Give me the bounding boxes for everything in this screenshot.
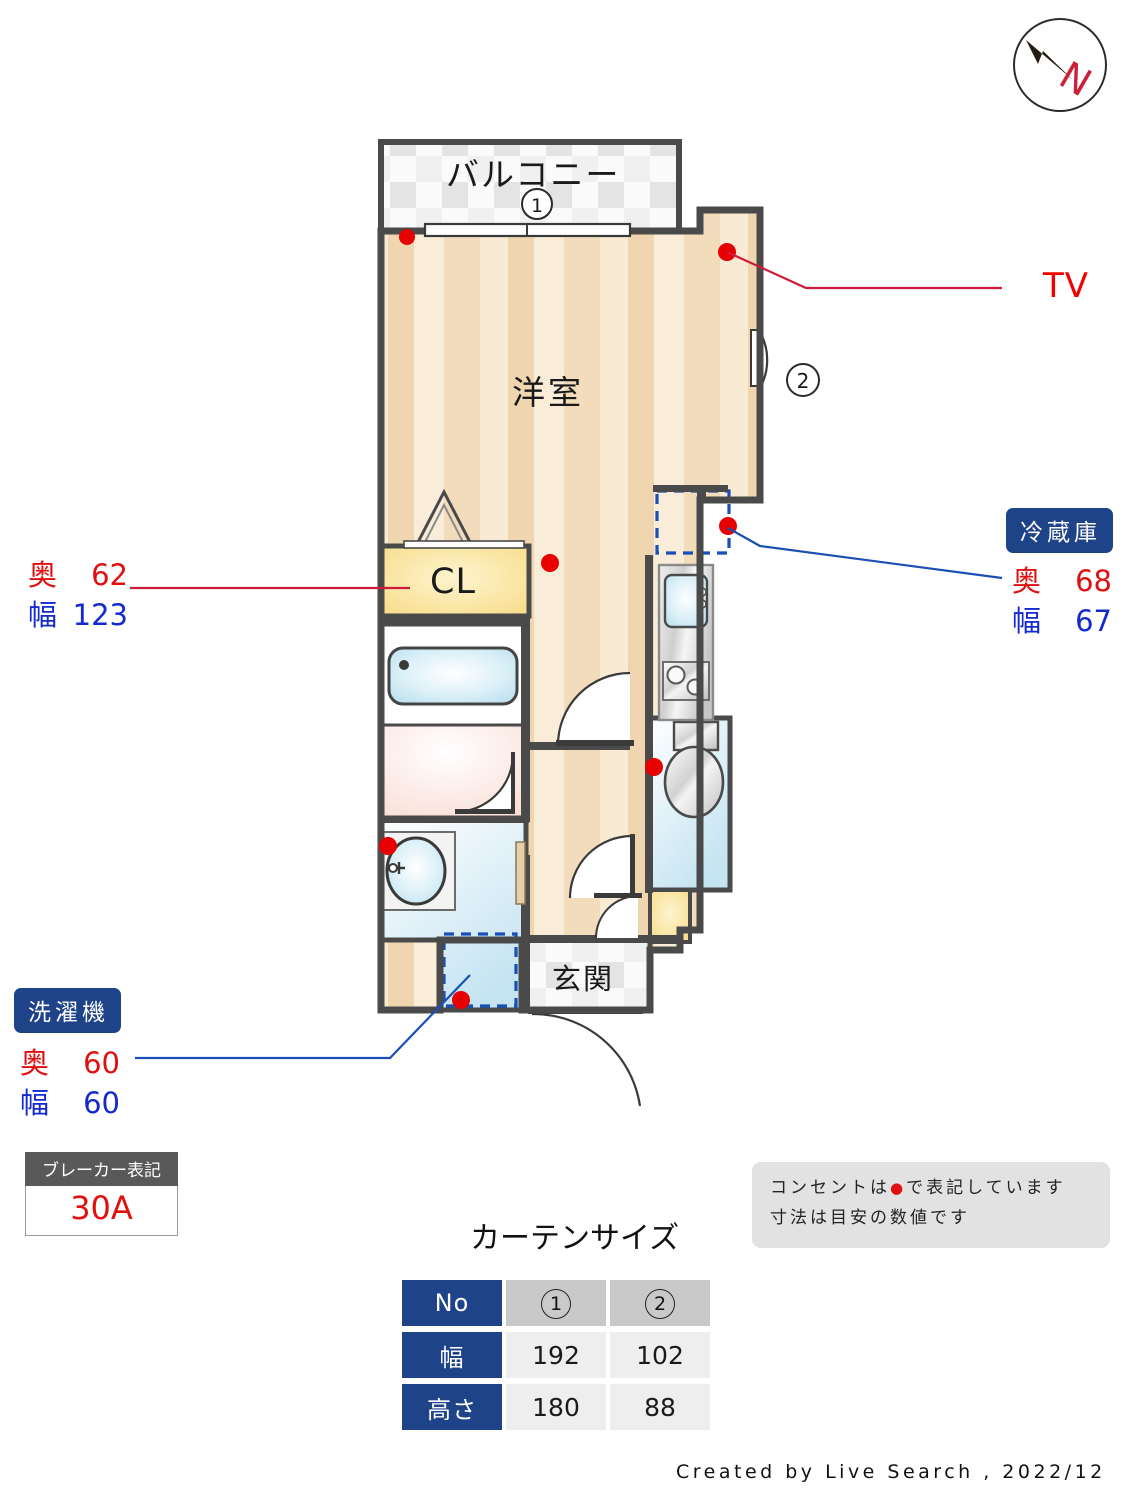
table-row: 幅 192 102: [402, 1332, 710, 1378]
compass-rose: N: [1013, 18, 1107, 112]
outlet-symbol-icon: ●: [890, 1179, 907, 1197]
refrigerator-width-annotation: 幅 67: [1012, 598, 1112, 640]
curtain-col-2-number: 2: [645, 1289, 675, 1319]
washer-depth-annotation: 奥 60: [20, 1040, 120, 1082]
curtain-col-1-number: 1: [541, 1289, 571, 1319]
room-label-closet: CL: [430, 562, 476, 602]
closet-area: [378, 488, 532, 619]
closet-depth-value: 62: [91, 558, 128, 592]
legend-note-box: コンセントは●で表記しています 寸法は目安の数値です: [752, 1162, 1110, 1248]
curtain-header-height: 高さ: [402, 1384, 502, 1430]
note-line-1-after: で表記しています: [906, 1178, 1066, 1198]
curtain-size-table: No 1 2 幅 192 102 高さ 180 88: [398, 1274, 714, 1436]
refrigerator-depth-label: 奥: [1012, 564, 1042, 598]
washer-width-label: 幅: [20, 1086, 50, 1120]
washer-depth-label: 奥: [20, 1046, 50, 1080]
refrigerator-chip: 冷蔵庫: [1006, 508, 1113, 553]
refrigerator-depth-annotation: 奥 68: [1012, 558, 1112, 600]
compass-needle-icon: N: [1026, 40, 1099, 105]
curtain-header-no: No: [402, 1280, 502, 1326]
breaker-value: 30A: [25, 1186, 178, 1236]
window-marker-2: 2: [786, 363, 820, 397]
footer-credit: Created by Live Search , 2022/12: [676, 1461, 1106, 1483]
shoe-cabinet: [648, 888, 692, 944]
bathtub-icon: [387, 646, 519, 706]
washroom-area: [378, 817, 529, 1013]
washer-depth-value: 60: [83, 1046, 120, 1080]
table-row: No 1 2: [402, 1280, 710, 1326]
curtain-width-1: 192: [506, 1332, 606, 1378]
breaker-title: ブレーカー表記: [25, 1152, 178, 1186]
closet-width-label: 幅: [28, 598, 58, 632]
exterior-walls: [377, 206, 764, 1014]
toilet-room-area: [645, 715, 733, 893]
closet-width-value: 123: [72, 598, 128, 632]
washbasin-icon: [385, 836, 447, 906]
washer-chip: 洗濯機: [14, 988, 121, 1033]
closet-width-annotation: 幅 123: [28, 592, 128, 634]
window-2-number: 2: [797, 369, 810, 393]
table-row: 高さ 180 88: [402, 1384, 710, 1430]
room-label-entrance: 玄関: [552, 962, 615, 996]
tv-annotation-label: TV: [1043, 266, 1090, 306]
bath-drain-icon: [399, 660, 409, 670]
note-line-1-before: コンセントは: [770, 1178, 890, 1198]
window-marker-1: 1: [521, 188, 553, 220]
leader-lines: [130, 250, 1003, 1060]
window-1-number: 1: [531, 195, 543, 217]
balcony-window: [423, 222, 632, 238]
compass-circle: [1013, 18, 1107, 112]
refrigerator-depth-value: 68: [1075, 564, 1112, 598]
refrigerator-width-label: 幅: [1012, 604, 1042, 638]
closet-depth-annotation: 奥 62: [28, 552, 128, 594]
curtain-table-title: カーテンサイズ: [470, 1221, 680, 1256]
washing-machine-space: [442, 932, 518, 1008]
kitchen-area: [657, 563, 715, 722]
note-line-1: コンセントは●で表記しています: [770, 1174, 1092, 1204]
curtain-height-1: 180: [506, 1384, 606, 1430]
room-label-balcony: バルコニー: [446, 155, 621, 194]
bathroom-area: [379, 623, 528, 819]
note-line-2: 寸法は目安の数値です: [770, 1207, 970, 1228]
interior-door-swings: [515, 329, 769, 939]
curtain-col-2-marker: 2: [610, 1280, 710, 1326]
curtain-col-1-marker: 1: [506, 1280, 606, 1326]
curtain-header-width: 幅: [402, 1332, 502, 1378]
washer-width-annotation: 幅 60: [20, 1080, 120, 1122]
toilet-bowl-icon: [663, 745, 725, 819]
washer-width-value: 60: [83, 1086, 120, 1120]
outlet-markers: [379, 229, 737, 1009]
curtain-width-2: 102: [610, 1332, 710, 1378]
room-label-main-room: 洋室: [512, 373, 584, 412]
closet-depth-label: 奥: [28, 558, 58, 592]
breaker-box: ブレーカー表記 30A: [25, 1152, 178, 1236]
refrigerator-width-value: 67: [1075, 604, 1112, 638]
curtain-height-2: 88: [610, 1384, 710, 1430]
